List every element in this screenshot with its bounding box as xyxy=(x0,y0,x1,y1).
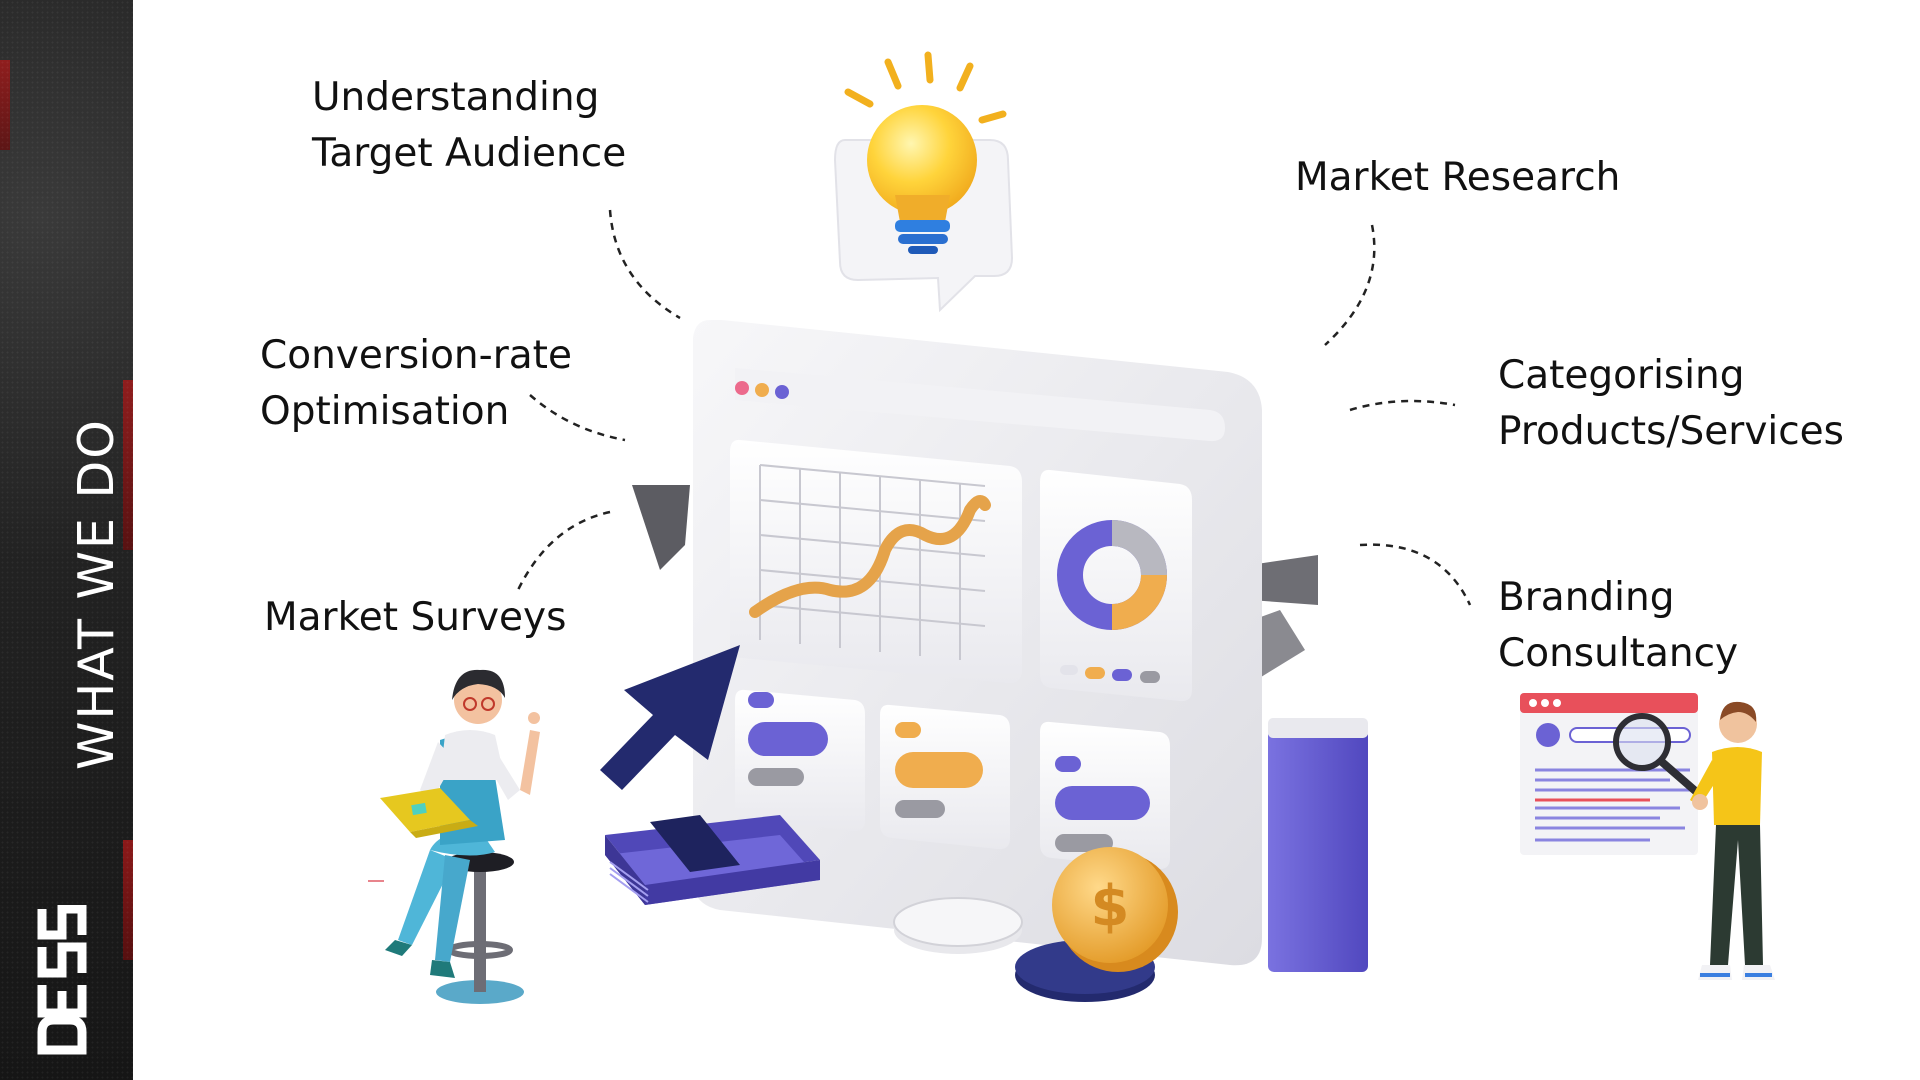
donut-chart-panel xyxy=(1040,469,1192,702)
service-branding-consultancy: Branding Consultancy xyxy=(1498,570,1738,682)
connector-lines xyxy=(516,209,1472,606)
svg-text:$: $ xyxy=(1091,874,1130,939)
service-label-line: Categorising xyxy=(1498,353,1745,398)
magnifier-icon xyxy=(1613,713,1671,771)
lightbulb-icon xyxy=(833,51,1014,313)
service-label-line: Market Research xyxy=(1295,155,1621,200)
service-label-line: Target Audience xyxy=(312,131,627,176)
service-label-line: Conversion-rate xyxy=(260,333,572,378)
service-label-line: Branding xyxy=(1498,575,1675,620)
coin-icon: $ xyxy=(1052,847,1178,972)
right-bracket xyxy=(1250,555,1318,605)
man-with-magnifier-figure xyxy=(1520,693,1775,980)
donut-segment-orange xyxy=(1111,574,1167,630)
service-understanding-target-audience: Understanding Target Audience xyxy=(312,70,626,182)
window-dot-purple xyxy=(775,385,789,399)
card-right xyxy=(1040,721,1170,870)
browser-bar xyxy=(735,368,1225,442)
woman-with-laptop-figure xyxy=(368,669,540,1004)
service-market-surveys: Market Surveys xyxy=(264,590,566,646)
service-label-line: Understanding xyxy=(312,75,600,120)
window-dot-yellow xyxy=(755,383,769,397)
service-market-research: Market Research xyxy=(1295,150,1620,206)
purple-bar-block xyxy=(1268,730,1368,972)
sidebar-title: WHAT WE DO xyxy=(68,418,125,770)
service-conversion-rate-optimisation: Conversion-rate Optimisation xyxy=(260,328,572,440)
service-label-line: Market Surveys xyxy=(264,595,567,640)
cash-stack xyxy=(605,815,820,905)
donut-segment-grey xyxy=(1111,520,1167,576)
service-categorising-products-services: Categorising Products/Services xyxy=(1498,348,1844,460)
window-dot-red xyxy=(735,381,749,395)
service-label-line: Products/Services xyxy=(1498,409,1844,454)
sidebar: WHAT WE DO xyxy=(0,0,133,1080)
card-left xyxy=(735,689,865,832)
donut-legend xyxy=(1060,665,1160,683)
brand-logo xyxy=(37,905,87,1055)
cursor-arrow-icon xyxy=(600,645,740,790)
trend-line xyxy=(749,495,991,618)
card-middle xyxy=(880,704,1010,850)
left-bracket xyxy=(632,485,690,570)
service-label-line: Consultancy xyxy=(1498,631,1739,676)
service-label-line: Optimisation xyxy=(260,389,510,434)
